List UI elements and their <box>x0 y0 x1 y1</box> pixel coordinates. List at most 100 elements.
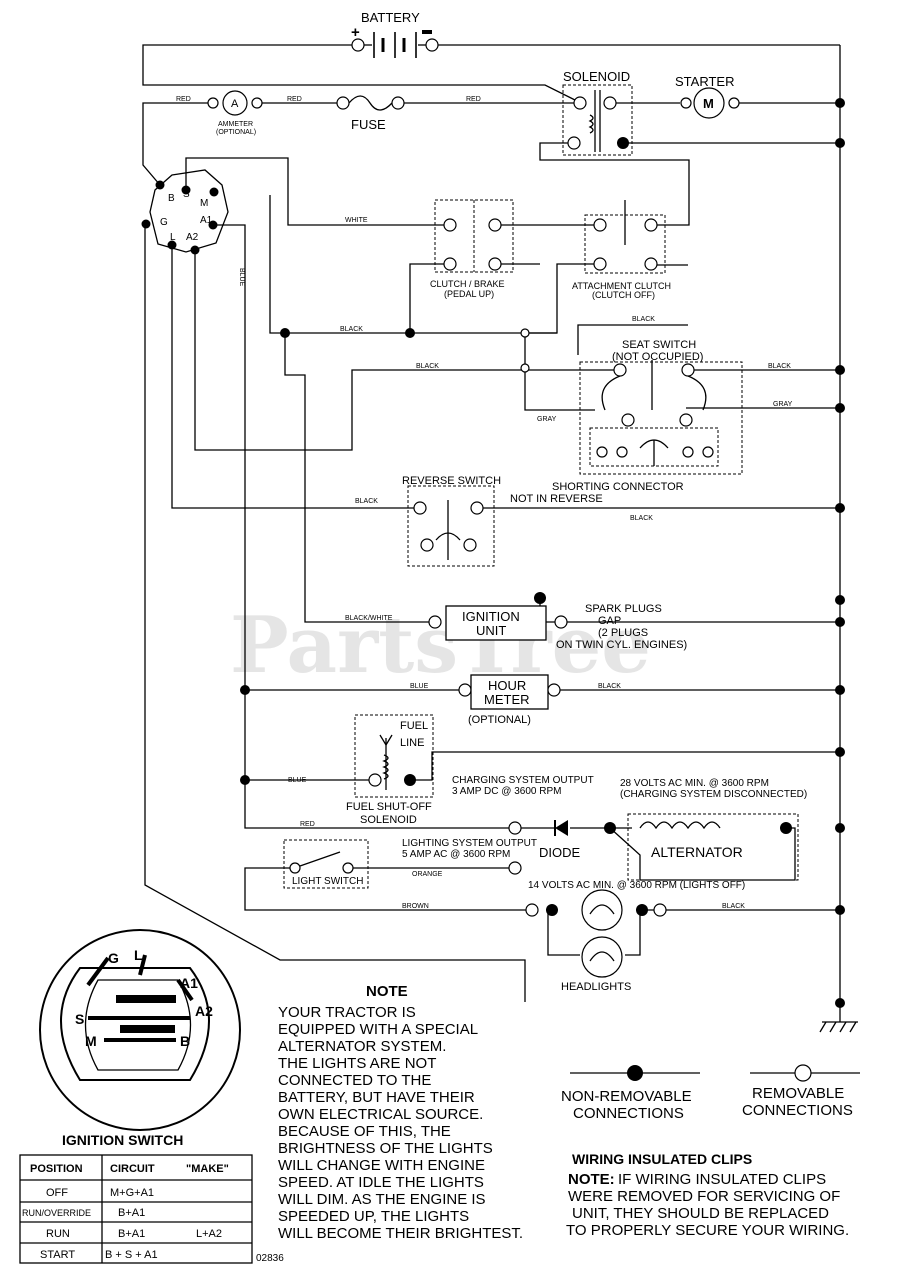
ignition-unit: IGNITION UNIT BLACK/WHITE SPARK PLUGS GA… <box>345 592 687 651</box>
fuel-line-label-2: LINE <box>400 737 424 749</box>
terminal-a2-label: A2 <box>186 232 199 243</box>
battery-positive-wire <box>142 44 576 101</box>
black-white-wire <box>284 333 435 623</box>
headlights-label: HEADLIGHTS <box>561 981 631 993</box>
blue-wire-bus <box>213 224 515 829</box>
attachment-clutch-label: ATTACHMENT CLUTCH <box>572 281 671 291</box>
starter: M STARTER <box>675 74 740 119</box>
table-row-circuit: M+G+A1 <box>110 1187 154 1199</box>
black-wire-reverse <box>171 245 420 509</box>
table-row-circuit: B+A1 <box>118 1207 145 1219</box>
table-row-position: START <box>40 1249 75 1261</box>
spark-plugs-gap-label: GAP <box>598 615 621 627</box>
clutch-brake-switch: CLUTCH / BRAKE (PEDAL UP) WHITE <box>345 199 514 299</box>
alternator-assembly: CHARGING SYSTEM OUTPUT 3 AMP DC @ 3600 R… <box>402 775 807 891</box>
solenoid-label: SOLENOID <box>563 69 630 84</box>
terminal-s-label: S <box>183 189 190 200</box>
note-line: WILL CHANGE WITH ENGINE <box>278 1157 485 1174</box>
legend-removable-label-2: CONNECTIONS <box>742 1102 853 1119</box>
wire-label-gray-2: GRAY <box>773 401 793 408</box>
clutch-brake-state-label: (PEDAL UP) <box>444 289 494 299</box>
ignition-face-l-label: L <box>134 947 143 963</box>
ignition-face-s-label: S <box>75 1011 84 1027</box>
ignition-unit-label: IGNITION <box>462 609 520 624</box>
clips-note-prefix: NOTE: <box>568 1171 615 1188</box>
charging-output-label: CHARGING SYSTEM OUTPUT <box>452 775 594 786</box>
seat-switch-label: SEAT SWITCH <box>622 339 696 351</box>
seat-switch: SEAT SWITCH (NOT OCCUPIED) <box>579 339 743 475</box>
wire-label-black-2: BLACK <box>632 316 655 323</box>
solenoid: SOLENOID <box>562 69 633 156</box>
wire-label-red-4: RED <box>300 821 315 828</box>
clips-note-line: WERE REMOVED FOR SERVICING OF <box>568 1188 840 1205</box>
diode-label: DIODE <box>539 845 581 860</box>
battery: + BATTERY <box>351 10 439 58</box>
starter-motor-icon: M <box>703 96 714 111</box>
removable-connection-icon <box>794 1064 812 1082</box>
ammeter-label: AMMETER <box>218 121 253 128</box>
wires <box>142 44 841 1005</box>
fuse: FUSE <box>336 95 405 132</box>
terminal-b-label: B <box>168 193 175 204</box>
non-removable-connection-icon <box>627 1065 643 1081</box>
ignition-face-g-label: G <box>108 950 119 966</box>
table-header-circuit: CIRCUIT <box>110 1163 155 1175</box>
note-line: BECAUSE OF THIS, THE <box>278 1123 451 1140</box>
black-wire-bus <box>269 195 557 334</box>
shorting-connector: SHORTING CONNECTOR <box>552 427 719 493</box>
clips-title: WIRING INSULATED CLIPS <box>572 1151 752 1167</box>
headlights: HEADLIGHTS <box>525 889 667 993</box>
note-line: WILL BECOME THEIR BRIGHTEST. <box>278 1225 523 1242</box>
battery-plus-icon: + <box>351 24 360 41</box>
wire-label-black-4: BLACK <box>768 363 791 370</box>
clips-note: WIRING INSULATED CLIPS NOTE: IF WIRING I… <box>566 1151 849 1239</box>
legend: NON-REMOVABLE CONNECTIONS REMOVABLE CONN… <box>561 1064 860 1122</box>
ammeter-optional-label: (OPTIONAL) <box>216 129 256 136</box>
wire-label-red-2: RED <box>287 96 302 103</box>
note-line: CONNECTED TO THE <box>278 1072 431 1089</box>
note-line: BRIGHTNESS OF THE LIGHTS <box>278 1140 493 1157</box>
table-row-position: RUN/OVERRIDE <box>22 1208 91 1218</box>
note-line: YOUR TRACTOR IS <box>278 1004 416 1021</box>
wire-label-blue-vertical: BLUE <box>238 268 245 287</box>
wire-label-red-1: RED <box>176 96 191 103</box>
legend-non-removable-label-2: CONNECTIONS <box>573 1105 684 1122</box>
fuel-line-label: FUEL <box>400 720 428 732</box>
note-line: ALTERNATOR SYSTEM. <box>278 1038 446 1055</box>
note-title: NOTE <box>366 983 408 1000</box>
hour-meter-label: HOUR <box>488 678 526 693</box>
spark-plugs-count-label: (2 PLUGS <box>598 627 648 639</box>
ignition-switch-title: IGNITION SWITCH <box>62 1132 183 1148</box>
lighting-output-label: LIGHTING SYSTEM OUTPUT <box>402 838 537 849</box>
diagram-number: 02836 <box>256 1253 284 1264</box>
table-row-position: RUN <box>46 1228 70 1240</box>
wire-label-brown: BROWN <box>402 903 429 910</box>
fuel-solenoid-label-2: SOLENOID <box>360 814 417 826</box>
wire-label-orange: ORANGE <box>412 871 443 878</box>
ignition-face-m-label: M <box>85 1033 97 1049</box>
ammeter-icon: A <box>231 98 239 110</box>
note-line: SPEEDED UP, THE LIGHTS <box>278 1208 469 1225</box>
wire-label-blue-2: BLUE <box>288 777 307 784</box>
wire-label-black-1: BLACK <box>340 326 363 333</box>
starter-label: STARTER <box>675 74 734 89</box>
fuse-label: FUSE <box>351 117 386 132</box>
alternator-28v-label: 28 VOLTS AC MIN. @ 3600 RPM <box>620 778 769 789</box>
terminal-g-label: G <box>160 217 168 228</box>
clips-note-line: IF WIRING INSULATED CLIPS <box>618 1171 826 1188</box>
wire-label-black-8: BLACK <box>722 903 745 910</box>
key-switch-connector: B S M G A1 L A2 <box>141 169 229 255</box>
spark-plugs-label: SPARK PLUGS <box>585 603 662 615</box>
note-line: WILL DIM. AS THE ENGINE IS <box>278 1191 486 1208</box>
white-wire <box>185 157 450 226</box>
wire-label-black-7: BLACK <box>598 683 621 690</box>
spark-plugs-twin-label: ON TWIN CYL. ENGINES) <box>556 639 687 651</box>
light-switch-label: LIGHT SWITCH <box>292 876 363 887</box>
alternator-28v-state-label: (CHARGING SYSTEM DISCONNECTED) <box>620 789 807 800</box>
ammeter: A AMMETER (OPTIONAL) RED RED RED <box>176 90 481 136</box>
table-row-circuit: B+A1 <box>118 1228 145 1240</box>
note-block: NOTE YOUR TRACTOR IS EQUIPPED WITH A SPE… <box>278 983 523 1242</box>
wire-label-blue-1: BLUE <box>410 683 429 690</box>
